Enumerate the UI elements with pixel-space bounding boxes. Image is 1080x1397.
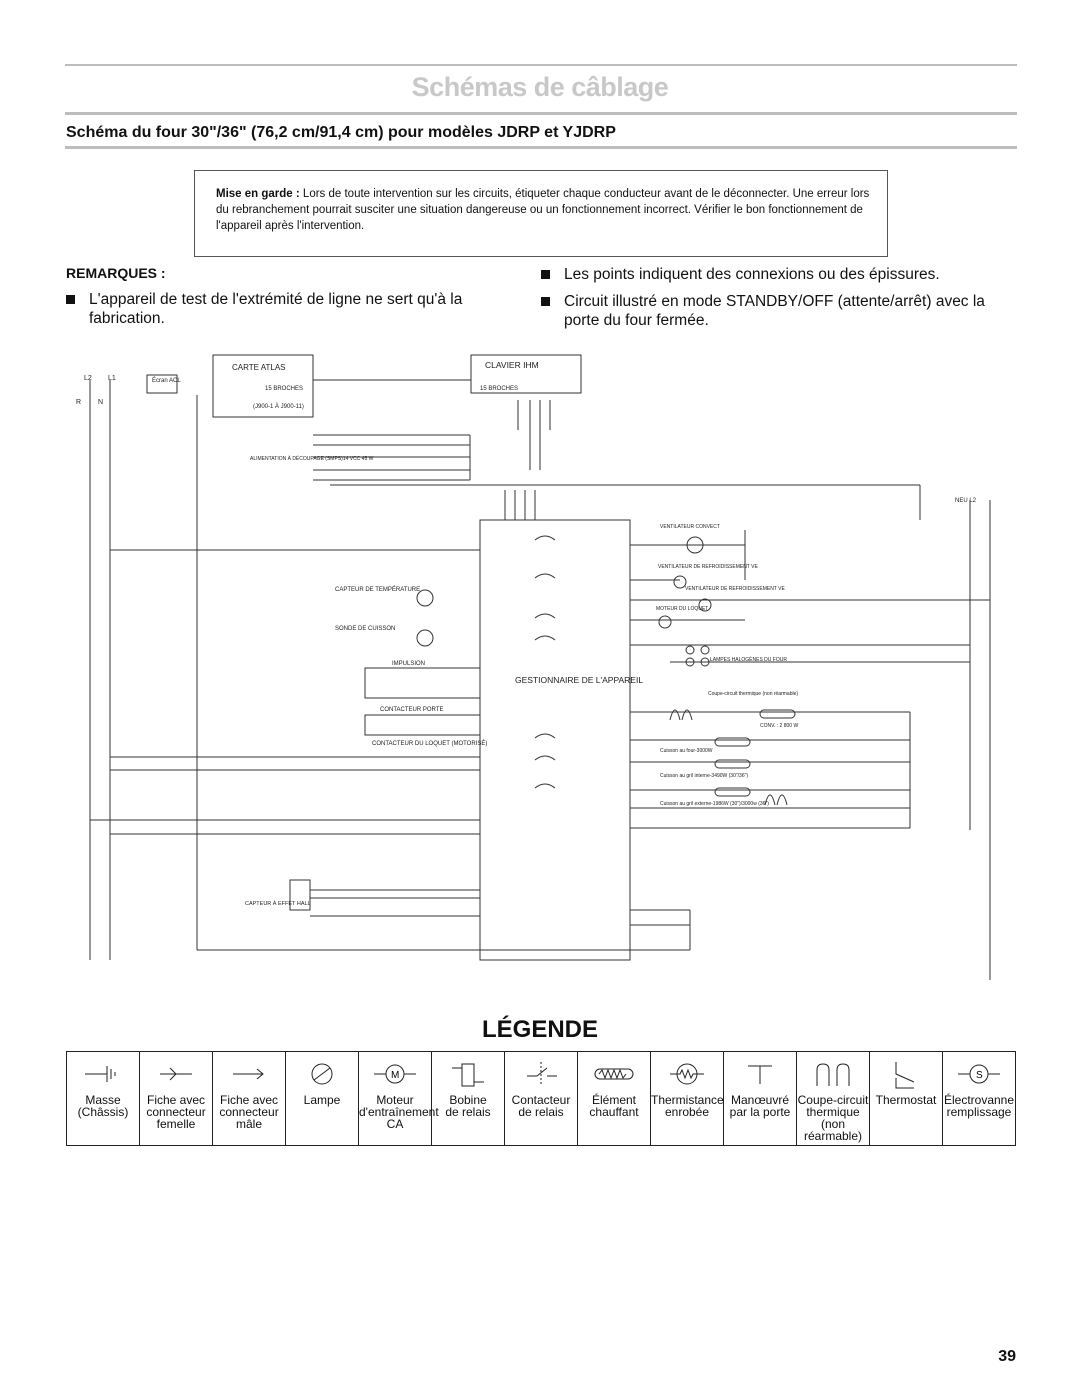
bullet-square-icon (541, 297, 550, 306)
capteur-temp-label: CAPTEUR DE TEMPÉRATURE (335, 586, 420, 593)
legend-cell: Contacteur de relais (505, 1052, 578, 1145)
relay-contact-icon (527, 1062, 557, 1086)
male-connector-icon (233, 1068, 264, 1080)
legend-cell: Thermostat (870, 1052, 943, 1145)
legend-title: LÉGENDE (481, 1016, 598, 1043)
thermistor-icon (670, 1063, 704, 1085)
alimentation-label: ALIMENTATION À DÉCOUPAGE (SMPS)14 VCC 45… (250, 455, 374, 462)
clavier-label: CLAVIER IHM (485, 360, 539, 370)
lamp-icon (311, 1063, 333, 1085)
gestionnaire-box (479, 519, 631, 961)
door-switch-icon (748, 1065, 772, 1084)
legend-cell: Thermistance enrobée (651, 1052, 724, 1145)
motor-icon: M (374, 1064, 416, 1084)
legend-cell: Masse (Châssis) (67, 1052, 140, 1145)
thermal-fuse-icon (816, 1063, 850, 1086)
svg-text:S: S (976, 1070, 983, 1081)
legend-cell: Fiche avec connecteur femelle (140, 1052, 213, 1145)
conv-label: CONV. : 2 800 W (760, 723, 798, 729)
legend-cell: Élément chauffant (578, 1052, 651, 1145)
page-title: Schémas de câblage (411, 72, 669, 102)
fan-motor-symbol (686, 536, 704, 554)
svg-text:L1: L1 (108, 375, 116, 382)
bullet-square-icon (541, 270, 550, 279)
impulsion-label: IMPULSION (392, 661, 425, 667)
cuisson-gril-int-label: Cuisson au gril interne-3490W (30"/36") (660, 773, 748, 779)
contacteur-porte-label: CONTACTEUR PORTE (380, 707, 443, 713)
legend-cell: Fiche avec connecteur mâle (213, 1052, 286, 1145)
broches-label-2: 15 BROCHES (480, 386, 518, 392)
capteur-hall-label: CAPTEUR À EFFET HALL (245, 900, 311, 907)
section-subtitle: Schéma du four 30"/36" (76,2 cm/91,4 cm)… (66, 124, 616, 141)
coupe-circuit-label: Coupe-circuit thermique (non réarmable) (708, 691, 798, 697)
svg-text:L2: L2 (84, 375, 92, 382)
carte-atlas-box (212, 354, 314, 418)
subtitle-rule (65, 146, 1017, 149)
wiring-diagram: L2 L1 R N Écran ACL CARTE ATLAS 15 BROCH… (76, 354, 991, 980)
cuisson-four-label: Cuisson au four-3000W (660, 748, 713, 754)
legend-cell: M Moteur d'entraînement CA (359, 1052, 439, 1145)
title-rule (65, 112, 1017, 115)
lampes-label: LAMPES HALOGÈNES DU FOUR (710, 656, 787, 663)
vent-refroid-label-2: VENTILATEUR DE REFROIDISSEMENT VE (685, 586, 785, 592)
legend-table: Masse (Châssis) Fiche avec connecteur fe… (66, 1051, 1016, 1146)
broches-label-1: 15 BROCHES (265, 386, 303, 392)
legend-cell: Bobine de relais (432, 1052, 505, 1145)
warning-text: Lors de toute intervention sur les circu… (216, 188, 870, 232)
clavier-box (470, 354, 582, 394)
carte-atlas-label: CARTE ATLAS (232, 363, 286, 372)
neu-label: NEU L2 (955, 498, 977, 504)
top-rule (65, 64, 1017, 66)
solenoid-valve-icon: S (958, 1064, 1000, 1084)
cuisson-gril-ext-label: Cuisson au gril externe-1986W (30")/3000… (660, 801, 769, 807)
contacteur-loquet-label: CONTACTEUR DU LOQUET (MOTORISÉ) (372, 740, 487, 747)
ecran-box (146, 374, 178, 394)
ecran-label: Écran ACL (152, 377, 181, 384)
warning-label: Mise en garde : (216, 188, 300, 200)
svg-text:N: N (98, 399, 103, 406)
page-number: 39 (998, 1348, 1016, 1365)
heating-element-icon (594, 1068, 634, 1080)
legend-cell: S Électrovanne remplissage (943, 1052, 1015, 1145)
remarks-heading: REMARQUES : (66, 265, 166, 281)
svg-text:R: R (76, 399, 81, 406)
sonde-label: SONDE DE CUISSON (335, 626, 395, 632)
legend-cell: Coupe-circuit thermique (non réarmable) (797, 1052, 870, 1145)
legend-cell: Manœuvré par la porte (724, 1052, 797, 1145)
thermostat-icon (895, 1062, 915, 1089)
j900-label: (J900-1 À J900-11) (253, 403, 304, 410)
female-connector-icon (160, 1067, 192, 1081)
legend-cell: Lampe (286, 1052, 359, 1145)
moteur-loquet-label: MOTEUR DU LOQUET (656, 606, 708, 612)
gestionnaire-label: GESTIONNAIRE DE L'APPAREIL (515, 675, 643, 685)
vent-convect-label: VENTILATEUR CONVECT (660, 524, 720, 530)
svg-text:M: M (391, 1070, 399, 1081)
ground-icon (85, 1066, 116, 1082)
vent-refroid-label-1: VENTILATEUR DE REFROIDISSEMENT VE (658, 564, 758, 570)
relay-coil-icon (452, 1063, 484, 1087)
bullet-square-icon (66, 295, 75, 304)
warning-box: Mise en garde : Lors de toute interventi… (194, 170, 888, 257)
